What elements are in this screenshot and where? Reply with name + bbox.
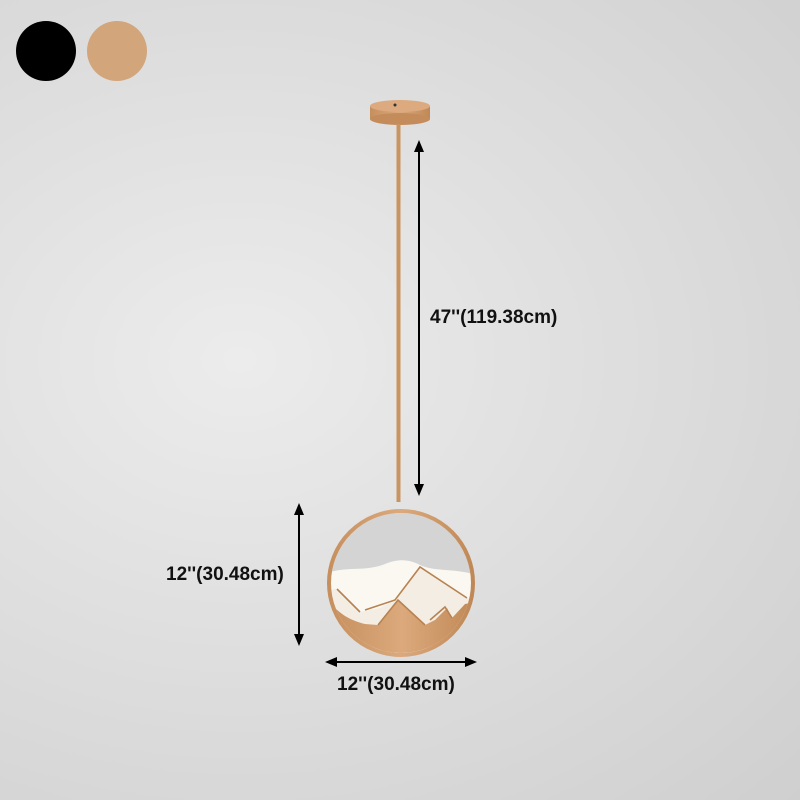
width-label: 12''(30.48cm) [337,674,455,695]
canopy [370,100,430,125]
color-swatch-black[interactable] [16,21,76,81]
height-label: 12''(30.48cm) [166,564,284,585]
dimension-arrows [294,140,477,667]
color-swatch-gold[interactable] [87,21,147,81]
hanging-length-label: 47''(119.38cm) [430,307,558,328]
suspension-rod [396,124,401,502]
lamp-ring [327,509,475,657]
